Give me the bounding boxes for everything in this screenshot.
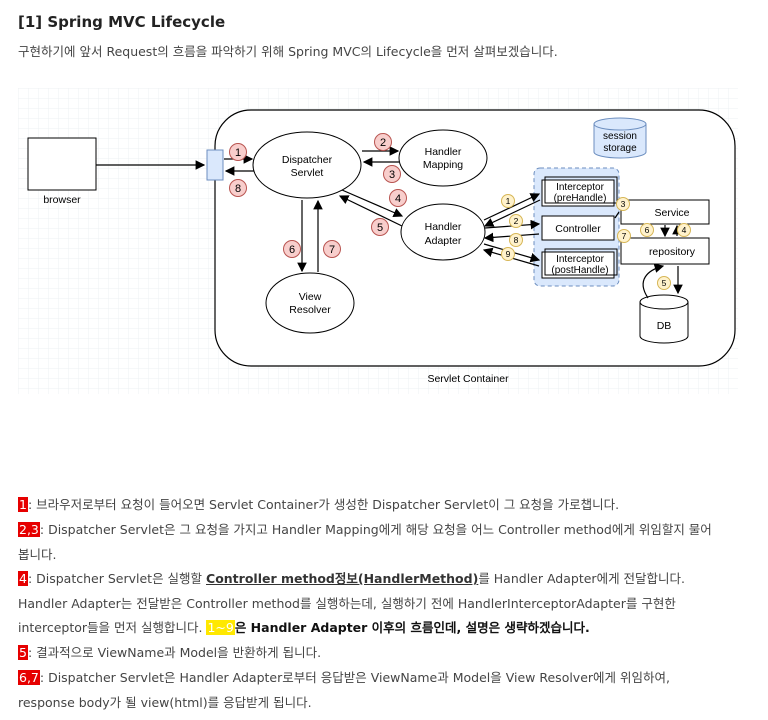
svg-text:Mapping: Mapping	[423, 159, 463, 171]
yellow-step-badges: 12 89 3 7 6 4 5	[501, 194, 691, 290]
svg-text:storage: storage	[603, 143, 637, 154]
svg-text:Handler: Handler	[425, 221, 462, 233]
svg-text:Resolver: Resolver	[289, 304, 331, 316]
svg-text:Service: Service	[654, 207, 689, 219]
svg-text:9: 9	[506, 249, 511, 259]
svg-text:3: 3	[621, 199, 626, 209]
session-storage: session storage	[593, 117, 647, 159]
svg-text:4: 4	[682, 225, 687, 235]
svg-text:Handler: Handler	[425, 146, 462, 158]
svg-text:1: 1	[235, 147, 241, 159]
step-6-7: 6,7: Dispatcher Servlet은 Handler Adapter…	[18, 670, 670, 710]
red-badge-7: 8	[229, 179, 247, 197]
db-cylinder: DB	[639, 294, 689, 344]
red-badge-1: 2	[374, 133, 392, 151]
step-2-3: 2,3: Dispatcher Servlet은 그 요청을 가지고 Handl…	[18, 522, 712, 562]
step-1: 1: 브라우저로부터 요청이 들어오면 Servlet Container가 생…	[18, 497, 620, 512]
yellow-badge-1: 2	[509, 214, 523, 228]
svg-text:Interceptor: Interceptor	[556, 254, 604, 265]
svg-text:7: 7	[329, 244, 335, 256]
interceptor-posthandle	[541, 251, 615, 279]
svg-text:(preHandle): (preHandle)	[554, 193, 607, 204]
handler-mapping	[398, 129, 488, 187]
red-badge-5: 6	[283, 240, 301, 258]
entry-port	[206, 149, 224, 181]
svg-text:5: 5	[377, 222, 383, 234]
svg-text:DB: DB	[657, 320, 672, 332]
svg-text:6: 6	[289, 244, 295, 256]
svg-text:Dispatcher: Dispatcher	[282, 154, 333, 166]
svg-text:Adapter: Adapter	[425, 235, 462, 247]
svg-text:6: 6	[645, 225, 650, 235]
svg-text:(postHandle): (postHandle)	[551, 265, 608, 276]
yellow-badge-8: 5	[657, 276, 671, 290]
service-box	[620, 199, 710, 225]
red-badge-4: 5	[371, 218, 389, 236]
yellow-badge-6: 6	[640, 223, 654, 237]
red-badge-3: 4	[389, 189, 407, 207]
svg-text:session: session	[603, 131, 637, 142]
yellow-badge-7: 4	[677, 223, 691, 237]
svg-text:2: 2	[380, 137, 386, 149]
red-badge-2: 3	[383, 165, 401, 183]
interceptor-prehandle	[541, 179, 615, 207]
svg-text:repository: repository	[649, 246, 696, 258]
step-5: 5: 결과적으로 ViewName과 Model을 반환하게 됩니다.	[18, 645, 322, 660]
controller-box	[541, 215, 615, 241]
svg-text:View: View	[299, 291, 322, 303]
yellow-badge-4: 3	[616, 197, 630, 211]
page-title: [1] Spring MVC Lifecycle	[18, 13, 226, 31]
svg-text:Controller: Controller	[555, 223, 601, 235]
svg-text:1: 1	[506, 196, 511, 206]
browser-label: browser	[43, 194, 81, 206]
svg-text:4: 4	[395, 193, 401, 205]
view-resolver	[265, 272, 355, 334]
step-4: 4: Dispatcher Servlet은 실행할 Controller me…	[18, 571, 686, 636]
svg-text:3: 3	[389, 169, 395, 181]
red-badge-0: 1	[229, 143, 247, 161]
browser-box	[27, 137, 97, 191]
spring-mvc-lifecycle-diagram: Servlet Container browser Dispatcher Ser…	[18, 88, 738, 394]
page-subtitle: 구현하기에 앞서 Request의 흐름을 파악하기 위해 Spring MVC…	[18, 44, 558, 59]
handler-method-link[interactable]: Controller method정보(HandlerMethod)	[206, 571, 479, 586]
yellow-badge-2: 8	[509, 233, 523, 247]
svg-text:2: 2	[514, 216, 519, 226]
red-badge-6: 7	[323, 240, 341, 258]
svg-text:5: 5	[662, 278, 667, 288]
yellow-badge-3: 9	[501, 247, 515, 261]
container-label: Servlet Container	[427, 373, 509, 385]
yellow-badge-0: 1	[501, 194, 515, 208]
handler-adapter	[400, 203, 486, 261]
red-step-badges: 1 2 34 5 6 7 8	[229, 133, 407, 258]
svg-text:7: 7	[622, 231, 627, 241]
svg-text:8: 8	[235, 183, 241, 195]
svg-text:Interceptor: Interceptor	[556, 182, 604, 193]
svg-text:8: 8	[514, 235, 519, 245]
svg-text:Servlet: Servlet	[291, 167, 324, 179]
yellow-badge-5: 7	[617, 229, 631, 243]
dispatcher-servlet	[252, 131, 362, 199]
repository-box	[620, 237, 710, 265]
